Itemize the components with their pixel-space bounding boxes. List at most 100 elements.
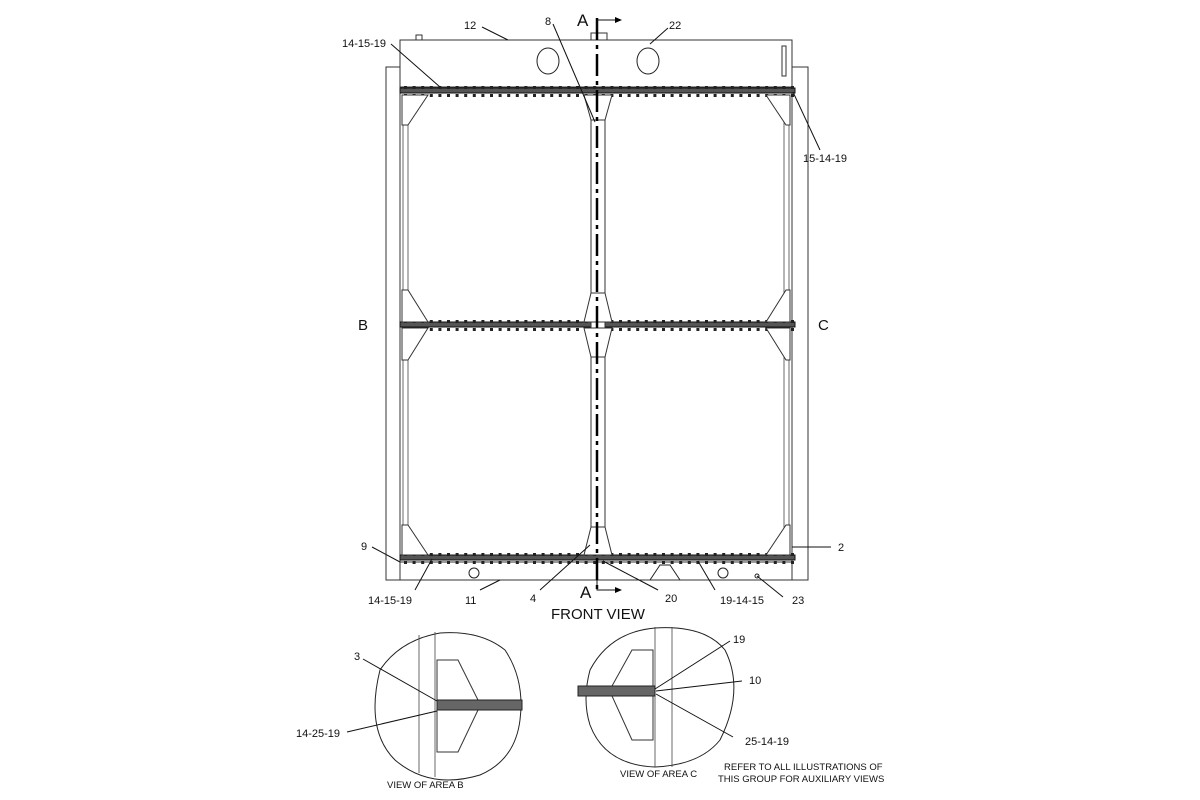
bolt: [679, 328, 683, 331]
bolt: [498, 561, 502, 564]
bolt: [455, 553, 459, 556]
bolt: [515, 86, 519, 89]
bolt: [627, 94, 631, 97]
bolt: [627, 86, 631, 89]
bolt: [696, 561, 700, 564]
bolt: [507, 320, 511, 323]
bolt: [464, 328, 468, 331]
bolt: [722, 94, 726, 97]
bolt: [713, 561, 717, 564]
bolt: [558, 328, 562, 331]
bolt: [748, 320, 751, 323]
bolt: [507, 561, 511, 564]
bolt: [653, 86, 657, 89]
bolt: [404, 561, 407, 564]
bolt: [653, 561, 657, 564]
bolt: [722, 328, 726, 331]
bolt: [541, 320, 545, 323]
callout-8: 8: [545, 16, 551, 28]
detail-view-b: 3 14-25-19 VIEW OF AREA B: [296, 632, 523, 791]
bottom-port-right: [717, 567, 729, 579]
detail-b-title: VIEW OF AREA B: [387, 780, 464, 791]
bolt: [739, 328, 743, 331]
bolt: [653, 320, 657, 323]
bolt: [576, 328, 579, 331]
bolt: [567, 328, 571, 331]
bolt: [739, 553, 743, 556]
detail-b-callout-3: 3: [354, 651, 360, 663]
bolt: [507, 94, 511, 97]
bolt: [730, 320, 734, 323]
note-line-1: REFER TO ALL ILLUSTRATIONS OF: [724, 762, 883, 773]
bolt: [619, 86, 622, 89]
bolt: [791, 328, 794, 331]
bolt: [438, 86, 442, 89]
bolt: [472, 553, 476, 556]
bolt: [455, 86, 459, 89]
bolt: [447, 553, 450, 556]
bolt: [524, 320, 528, 323]
bolt: [481, 320, 485, 323]
bolt: [472, 94, 476, 97]
bolt: [490, 94, 493, 97]
bolt: [472, 561, 476, 564]
callout-23: 23: [792, 595, 804, 607]
bolt: [730, 553, 734, 556]
bolt: [662, 561, 665, 564]
bolt: [429, 328, 433, 331]
bolt: [756, 328, 760, 331]
filler-neck: [590, 32, 608, 41]
bolt: [558, 561, 562, 564]
bolt: [705, 94, 708, 97]
bolt: [636, 86, 640, 89]
bolt: [533, 328, 536, 331]
bolt: [756, 320, 760, 323]
bolt: [507, 86, 511, 89]
bolt: [541, 94, 545, 97]
bolt: [524, 553, 528, 556]
bolt: [541, 553, 545, 556]
bolt: [619, 320, 622, 323]
bolt: [541, 328, 545, 331]
callout-9: 9: [361, 541, 367, 553]
bolt: [490, 561, 493, 564]
bolt: [644, 320, 648, 323]
detail-c-title: VIEW OF AREA C: [620, 769, 697, 780]
bolt: [533, 94, 536, 97]
bolt: [567, 94, 571, 97]
bolt: [636, 320, 640, 323]
bolt: [438, 328, 442, 331]
bolt: [756, 561, 760, 564]
detail-c-callout-10: 10: [749, 675, 761, 687]
bolt: [524, 561, 528, 564]
bolt: [627, 561, 631, 564]
bolt: [472, 328, 476, 331]
bolt: [567, 320, 571, 323]
bolt: [696, 94, 700, 97]
callout-12: 12: [464, 20, 476, 32]
bolt: [662, 94, 665, 97]
bolt: [601, 561, 605, 564]
bolt: [662, 328, 665, 331]
detail-view-c: 19 10 25-14-19 VIEW OF AREA C: [577, 627, 789, 780]
bolt: [558, 86, 562, 89]
bolt: [756, 553, 760, 556]
bolt: [705, 553, 708, 556]
bolt: [584, 561, 588, 564]
bolt: [679, 553, 683, 556]
corner-gussets: [401, 94, 791, 556]
callout-14-15-19-bottom: 14-15-19: [368, 595, 412, 607]
note-line-2: THIS GROUP FOR AUXILIARY VIEWS: [718, 774, 884, 785]
callout-11: 11: [465, 595, 476, 607]
side-marker-c: C: [818, 317, 829, 334]
bolt: [498, 553, 502, 556]
bolt: [782, 86, 786, 89]
bolt: [558, 94, 562, 97]
bolt: [679, 86, 683, 89]
bolt: [429, 561, 433, 564]
bolt: [619, 94, 622, 97]
top-tank-port-left: [536, 47, 560, 75]
bolt: [481, 553, 485, 556]
bolt: [404, 86, 407, 89]
bolt: [696, 553, 700, 556]
